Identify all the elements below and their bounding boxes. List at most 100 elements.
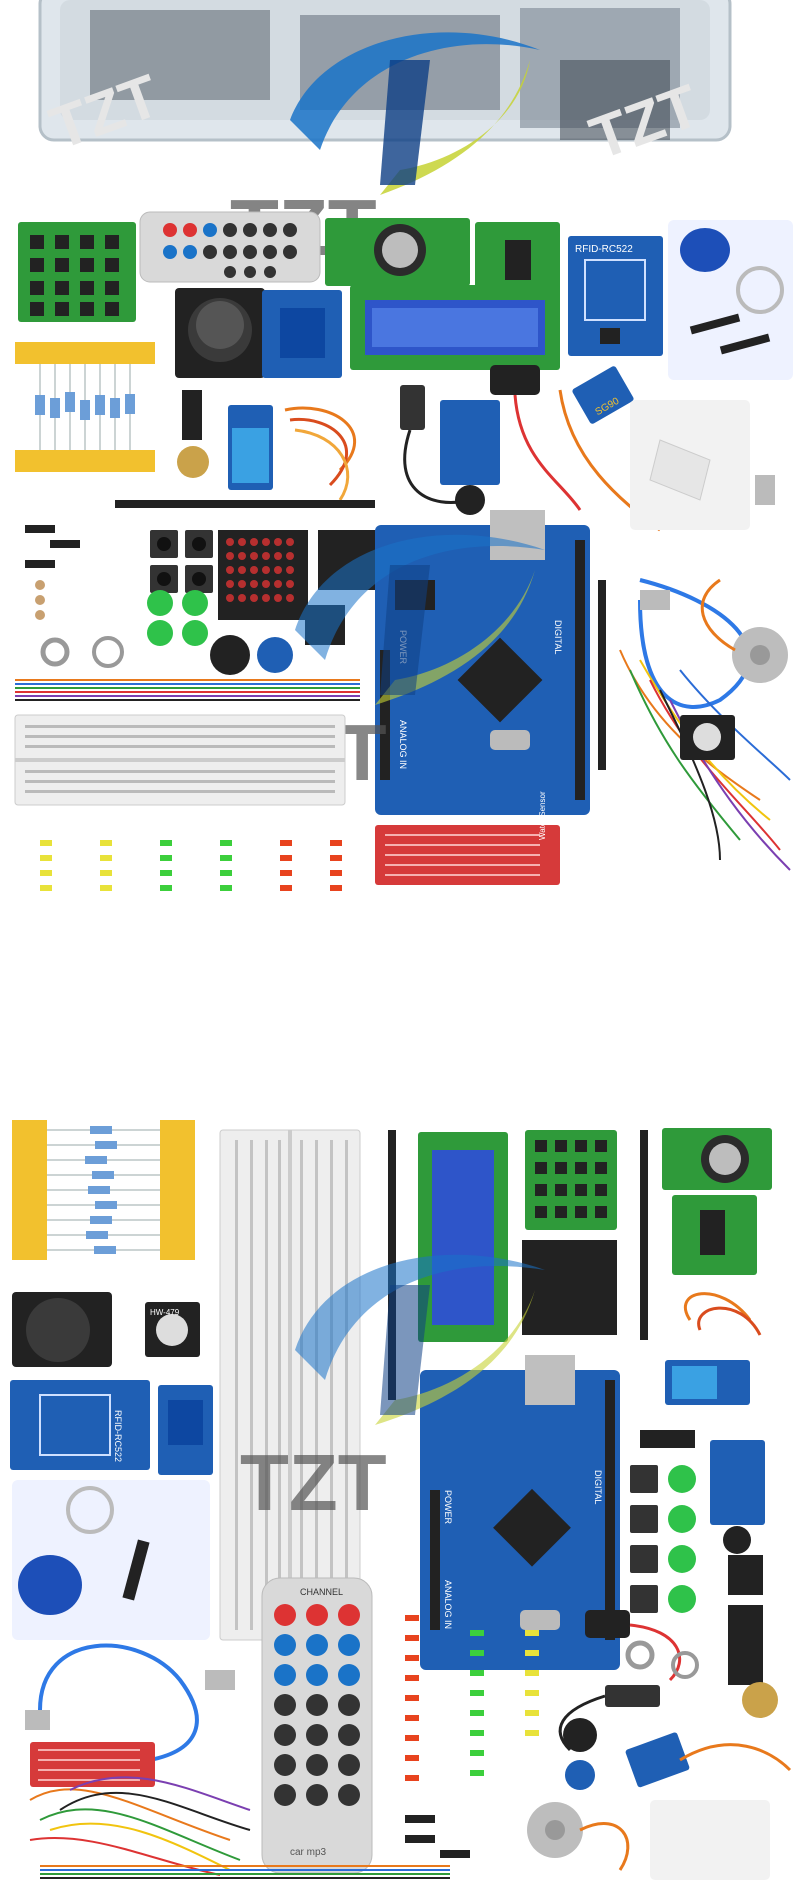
board-analog-label: ANALOG IN [443,1580,453,1629]
board-digital-label: DIGITAL [593,1470,603,1504]
pin-header-vertical [598,580,606,770]
water-level-sensor: Water Sensor [375,791,560,885]
panel-storage-box: TZT TZT [0,0,800,200]
tzt-logo [295,534,545,705]
joystick-module [12,1292,112,1367]
breadboard [219,1129,361,1641]
board-digital-label: DIGITAL [553,620,563,654]
usb-b-port [490,510,545,560]
usb-cable [638,475,775,709]
push-buttons [150,530,213,593]
keypad-module [18,222,136,322]
remote-brand: car mp3 [290,1847,327,1858]
seven-segment-single [728,1555,763,1595]
panel-components-flatlay: TZT [0,200,800,1050]
components-layout-photo: HW-479 RFID-RC522 POWER [0,1070,800,1882]
leds-red [405,1615,419,1781]
rfid-module: RFID-RC522 [10,1380,150,1470]
potentiometer [177,446,209,478]
active-buzzer [257,637,293,673]
panel-components-layout-2: HW-479 RFID-RC522 POWER [0,1070,800,1882]
tzt-logo [295,1254,545,1425]
watermark-text: TZT [240,1438,387,1527]
rtc-module [325,218,470,286]
dht11-sensor [665,1360,750,1405]
sound-sensor [710,1440,765,1554]
lcd-1602 [418,1132,508,1342]
tzt-logo [290,32,540,195]
ribbon-jumper-wires [15,679,360,701]
joystick-module [175,288,265,378]
pin-header-vertical [640,1130,648,1340]
components-flatlay-photo: TZT [0,200,800,1050]
washer [92,636,124,668]
relay-module [262,290,342,378]
stepper-motor [527,1802,630,1871]
breadboard [14,714,346,806]
pin-header-strip [115,500,375,508]
jumper-wire-bundle [619,649,791,871]
nut [40,637,70,667]
nut [625,1640,655,1670]
dht11-sensor [228,405,273,490]
potentiometer [742,1682,778,1718]
push-buttons [630,1465,658,1613]
usb-b-port [525,1355,575,1405]
leds-red [280,840,342,891]
jumper-wires-female [284,406,356,501]
relay-module [158,1385,213,1475]
rtc-module [662,1128,772,1190]
stepper-driver-board [672,1195,757,1275]
sound-sensor [440,400,500,515]
seven-segment-display [728,1605,763,1685]
jumper-wires-female [683,1292,762,1336]
stepper-motor [700,578,788,683]
servo-motor [625,1732,792,1788]
servo-horn-bag [650,1800,770,1880]
resistor-strip [15,342,155,472]
leds-yellow [40,840,112,891]
tilt-switches [25,525,80,568]
rfid-label: RFID-RC522 [113,1410,123,1462]
rfid-module: RFID-RC522 [568,236,663,356]
arduino-uno-board: POWER ANALOG IN DIGITAL [420,1355,620,1670]
remote-channel-label: CHANNEL [300,1587,343,1597]
buzzer [210,635,250,675]
lcd-1602 [350,285,560,370]
buzzer [563,1718,597,1752]
tilt-switches [405,1815,470,1858]
rfid-tag [12,1480,210,1640]
leds-yellow [525,1630,539,1736]
keypad-module [525,1130,617,1230]
leds-green [470,1630,484,1776]
storage-box-photo: TZT TZT [0,0,800,200]
encoder-label: HW-479 [150,1308,180,1317]
active-buzzer [565,1760,595,1790]
ribbon-jumper-wires [40,1865,450,1879]
battery-clip [490,365,582,511]
led-matrix [218,530,308,620]
photoresistors [35,580,45,620]
jumper-wire-bundle [29,1776,251,1876]
ir-remote: CHANNEL car mp3 [261,1577,373,1874]
rotary-encoder: HW-479 [145,1302,200,1357]
dc-barrel-plug [558,1685,660,1752]
washer [671,1651,699,1679]
rfid-label: RFID-RC522 [575,244,633,255]
usb-cable [25,1643,235,1762]
ic-chip [640,1430,695,1448]
ir-remote [139,211,321,283]
water-level-sensor [30,1742,155,1787]
resistor-strip [12,1120,195,1260]
led-matrix [522,1240,617,1335]
water-sensor-label: Water Sensor [538,791,547,840]
board-analog-label: ANALOG IN [398,720,408,769]
rfid-tag [668,220,793,380]
leds-green [160,840,232,891]
button-caps [147,590,208,646]
board-power-label: POWER [443,1490,453,1525]
button-caps [668,1465,696,1613]
rotary-encoder [680,715,735,760]
stepper-driver-board [475,222,560,300]
ic-chip [182,390,202,440]
